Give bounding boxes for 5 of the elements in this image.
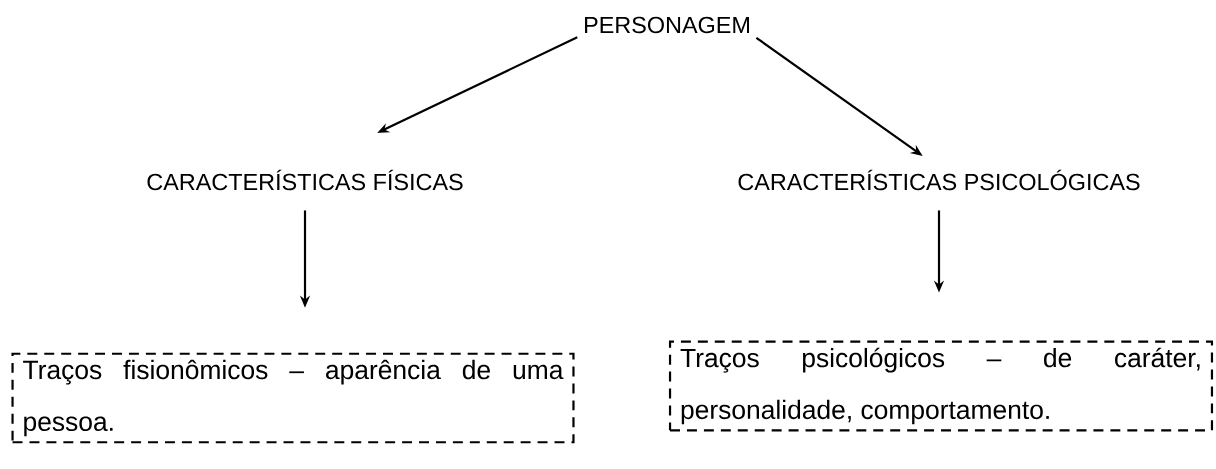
heading-text: PERSONAGEM xyxy=(585,16,749,34)
dashed-text-box: Traços fisionômicos – aparência de uma pessoa. xyxy=(11,352,575,444)
dashed-text-box: Traços psicológicos – de caráter, personalidade, comportamento. xyxy=(668,340,1214,432)
heading-text: CARACTERÍSTICAS FÍSICAS xyxy=(147,169,463,191)
heading-text: CARACTERÍSTICAS PSICOLÓGICAS xyxy=(738,169,1140,191)
